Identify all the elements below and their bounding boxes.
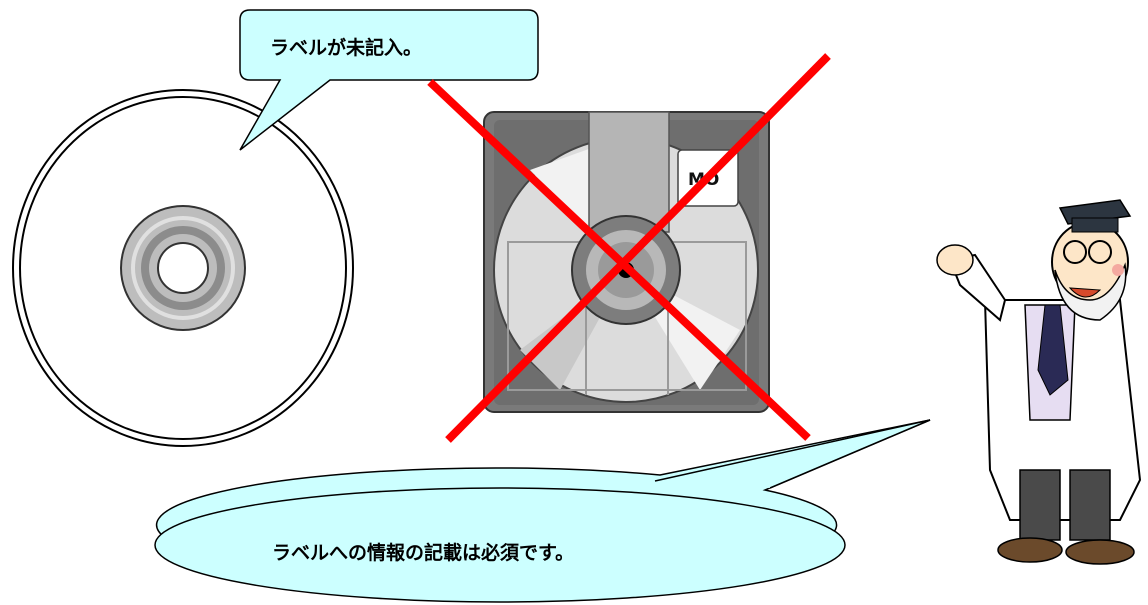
bottom-callout-text: ラベルへの情報の記載は必須です。 xyxy=(272,542,575,564)
cross-out-mark xyxy=(427,53,831,443)
top-callout-text: ラベルが未記入。 xyxy=(270,37,423,59)
bottom-callout-bubble xyxy=(154,419,931,603)
top-callout-bubble xyxy=(239,9,539,151)
cd-disc-icon xyxy=(12,89,354,447)
professor-character-icon xyxy=(936,199,1142,565)
